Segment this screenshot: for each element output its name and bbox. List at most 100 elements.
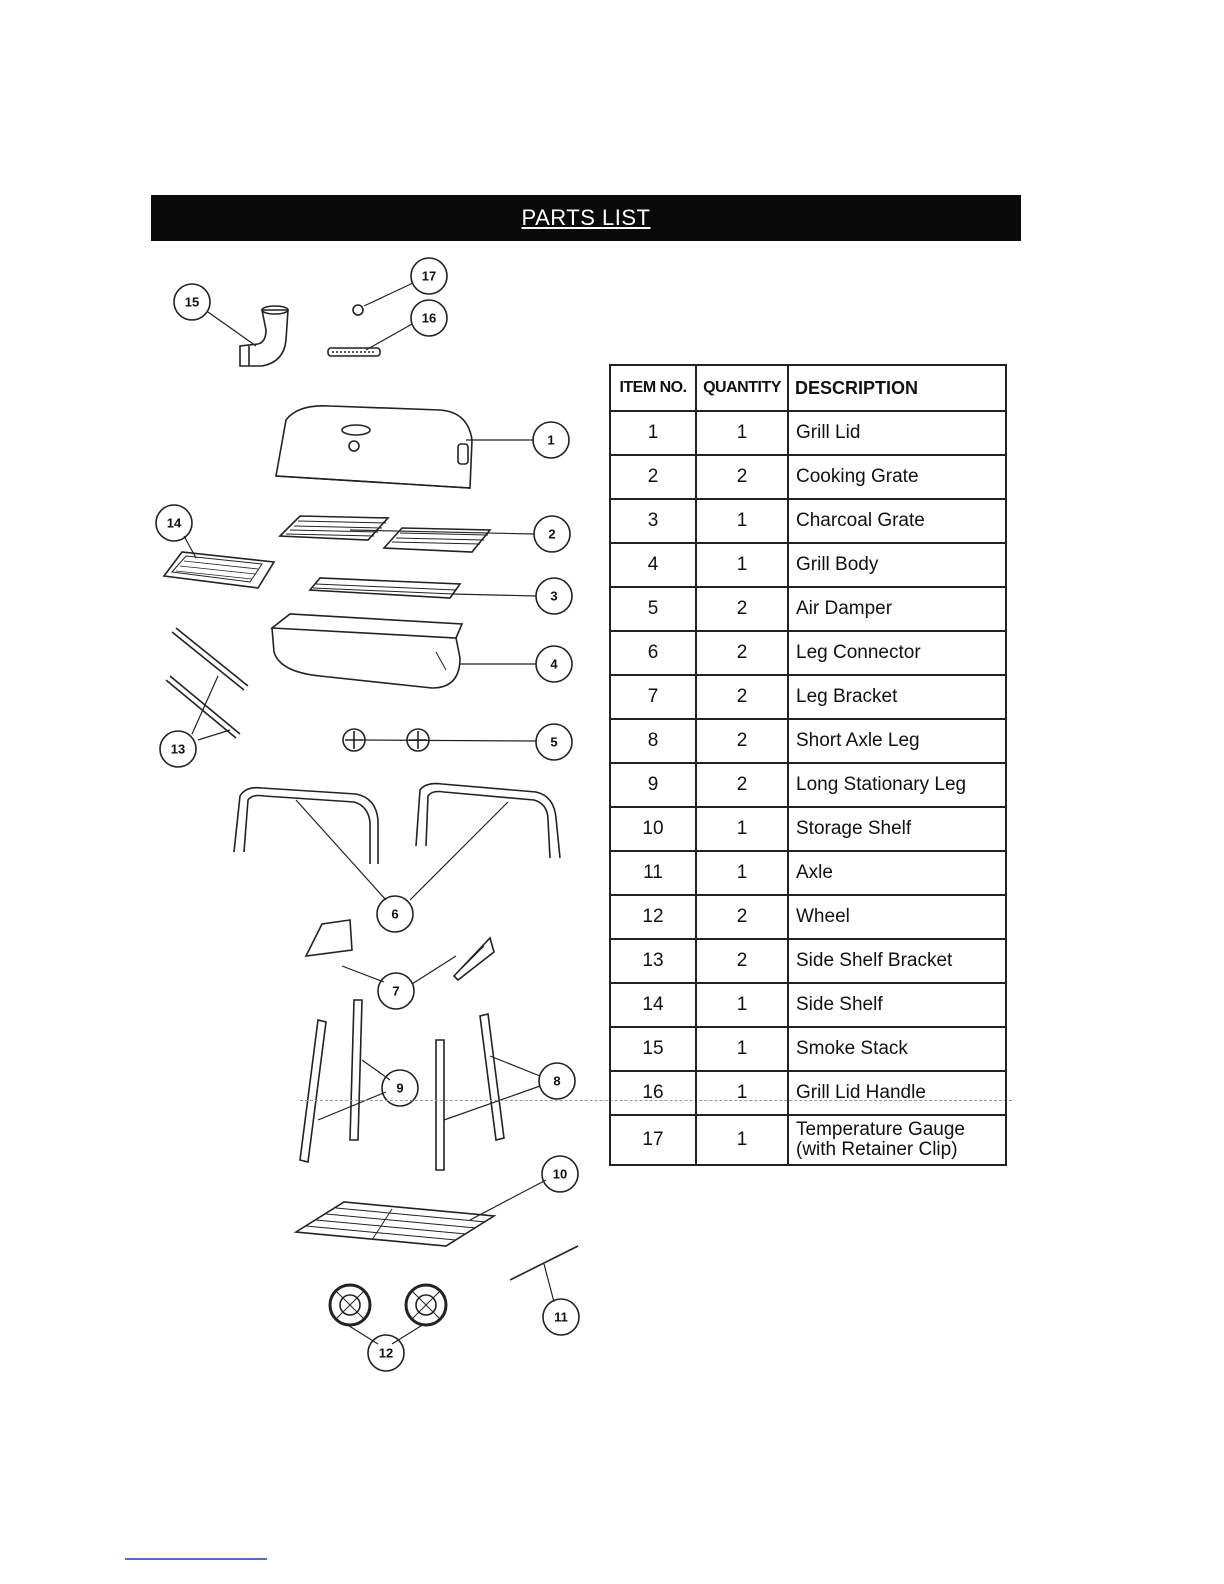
callout-bubble bbox=[376, 895, 414, 933]
callout-15: 15 bbox=[185, 295, 199, 310]
callout-8: 8 bbox=[553, 1074, 560, 1089]
row-item-no: 16 bbox=[609, 1070, 697, 1116]
row-item-no: 15 bbox=[609, 1026, 697, 1072]
row-item-no: 17 bbox=[609, 1114, 697, 1166]
callout-bubble bbox=[542, 1298, 580, 1336]
row-description: Leg Bracket bbox=[787, 674, 1007, 720]
row-quantity: 1 bbox=[695, 1026, 789, 1072]
callout-4: 4 bbox=[550, 657, 558, 672]
row-item-no: 1 bbox=[609, 410, 697, 456]
row-quantity: 2 bbox=[695, 454, 789, 500]
callout-bubbles bbox=[155, 257, 580, 1372]
callout-bubble bbox=[159, 730, 197, 768]
row-quantity: 2 bbox=[695, 630, 789, 676]
header-quantity: QUANTITY bbox=[695, 364, 789, 412]
row-description: Short Axle Leg bbox=[787, 718, 1007, 764]
row-quantity: 2 bbox=[695, 674, 789, 720]
table-header-row: ITEM NO. QUANTITY DESCRIPTION bbox=[609, 364, 1007, 412]
footer-rule bbox=[125, 1558, 267, 1560]
row-description: Temperature Gauge (with Retainer Clip) bbox=[787, 1114, 1007, 1166]
grill-body-drawing bbox=[269, 613, 464, 689]
callout-17: 17 bbox=[422, 269, 436, 284]
row-item-no: 6 bbox=[609, 630, 697, 676]
row-item-no: 2 bbox=[609, 454, 697, 500]
row-description: Wheel bbox=[787, 894, 1007, 940]
row-description: Grill Lid bbox=[787, 410, 1007, 456]
row-quantity: 1 bbox=[695, 1114, 789, 1166]
wheels-drawing bbox=[328, 1283, 448, 1327]
row-description: Smoke Stack bbox=[787, 1026, 1007, 1072]
header-item-no: ITEM NO. bbox=[609, 364, 697, 412]
callout-bubble bbox=[538, 1062, 576, 1100]
legs-drawing bbox=[299, 999, 505, 1171]
row-item-no: 11 bbox=[609, 850, 697, 896]
callout-13: 13 bbox=[171, 742, 185, 757]
callout-bubble bbox=[541, 1155, 579, 1193]
callout-9: 9 bbox=[396, 1081, 403, 1096]
callout-11: 11 bbox=[554, 1310, 568, 1325]
row-quantity: 1 bbox=[695, 498, 789, 544]
row-quantity: 1 bbox=[695, 850, 789, 896]
temperature-gauge-drawing bbox=[352, 304, 364, 316]
callout-12: 12 bbox=[379, 1346, 393, 1361]
grill-lid-drawing bbox=[275, 404, 473, 489]
axle-drawing bbox=[509, 1245, 579, 1281]
row-item-no: 12 bbox=[609, 894, 697, 940]
row-description: Axle bbox=[787, 850, 1007, 896]
leg-brackets-drawing bbox=[304, 919, 495, 982]
callout-7: 7 bbox=[392, 984, 399, 999]
row-quantity: 1 bbox=[695, 806, 789, 852]
callout-bubble bbox=[533, 515, 571, 553]
storage-shelf-drawing bbox=[293, 1201, 497, 1247]
row-description: Leg Connector bbox=[787, 630, 1007, 676]
callout-bubble bbox=[155, 504, 193, 542]
callout-bubble bbox=[173, 283, 211, 321]
row-description: Grill Lid Handle bbox=[787, 1070, 1007, 1116]
callout-5: 5 bbox=[550, 735, 557, 750]
row-description: Side Shelf bbox=[787, 982, 1007, 1028]
row-description: Grill Body bbox=[787, 542, 1007, 588]
callout-bubble bbox=[410, 257, 448, 295]
row-item-no: 3 bbox=[609, 498, 697, 544]
row-item-no: 7 bbox=[609, 674, 697, 720]
row-description: Air Damper bbox=[787, 586, 1007, 632]
row-description: Side Shelf Bracket bbox=[787, 938, 1007, 984]
callout-6: 6 bbox=[391, 907, 398, 922]
row-quantity: 1 bbox=[695, 542, 789, 588]
row-quantity: 1 bbox=[695, 410, 789, 456]
row-item-no: 14 bbox=[609, 982, 697, 1028]
callout-bubble bbox=[410, 299, 448, 337]
row-item-no: 9 bbox=[609, 762, 697, 808]
row-quantity: 1 bbox=[695, 1070, 789, 1116]
side-shelf-drawing bbox=[162, 551, 276, 589]
callout-3: 3 bbox=[550, 589, 557, 604]
row-item-no: 5 bbox=[609, 586, 697, 632]
row-quantity: 2 bbox=[695, 938, 789, 984]
cooking-grates-drawing bbox=[278, 515, 492, 553]
row-description: Long Stationary Leg bbox=[787, 762, 1007, 808]
callout-bubble bbox=[535, 645, 573, 683]
leg-connectors-drawing bbox=[233, 782, 561, 864]
callout-bubble bbox=[377, 972, 415, 1010]
callout-bubble bbox=[367, 1334, 405, 1372]
callout-bubble bbox=[535, 723, 573, 761]
callout-2: 2 bbox=[548, 527, 555, 542]
